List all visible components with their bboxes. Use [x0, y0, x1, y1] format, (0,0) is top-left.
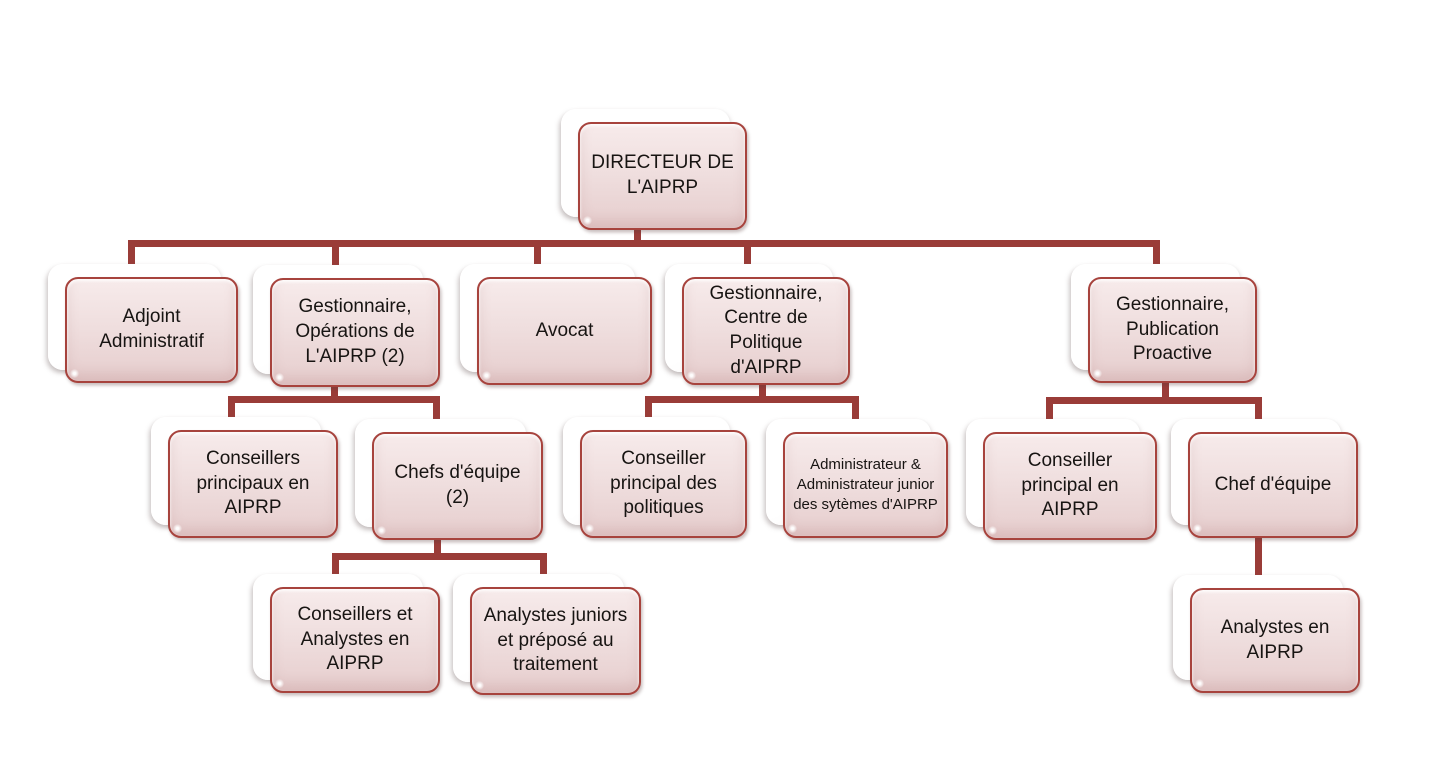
connector-directeur-stub [634, 230, 641, 242]
connector-top-bus [128, 240, 1160, 247]
org-node-label: Chef d'équipe [1188, 432, 1358, 538]
connector-drop-chef-equipe [1255, 404, 1262, 425]
org-node-adjoint-administratif: Adjoint Administratif [48, 264, 238, 383]
connector-drop-publication [1153, 247, 1160, 269]
connector-centre-stub [759, 385, 766, 396]
connector-drop-operations [332, 247, 339, 269]
org-node-analystes-aiprp: Analystes en AIPRP [1173, 575, 1360, 693]
org-node-gestionnaire-operations: Gestionnaire, Opérations de L'AIPRP (2) [253, 265, 440, 387]
org-node-label: Chefs d'équipe (2) [372, 432, 543, 540]
org-node-label: Conseillers principaux en AIPRP [168, 430, 338, 538]
org-node-gestionnaire-centre-politique: Gestionnaire, Centre de Politique d'AIPR… [665, 264, 850, 385]
org-node-avocat: Avocat [460, 264, 652, 385]
connector-drop-conseillers-principaux [228, 403, 235, 425]
connector-centre-bus [645, 396, 859, 403]
connector-publication-stub [1162, 383, 1169, 397]
org-node-label: Conseiller principal des politiques [580, 430, 747, 538]
org-node-gestionnaire-publication: Gestionnaire, Publication Proactive [1071, 264, 1257, 383]
org-node-analystes-juniors: Analystes juniors et préposé au traiteme… [453, 574, 641, 695]
org-node-directeur: DIRECTEUR DE L'AIPRP [561, 109, 747, 230]
org-node-label: Analystes en AIPRP [1190, 588, 1360, 693]
connector-chef-analystes [1255, 538, 1262, 578]
org-node-label: Analystes juniors et préposé au traiteme… [470, 587, 641, 695]
connector-chefs-bus [332, 553, 547, 560]
connector-drop-avocat [534, 247, 541, 269]
connector-publication-bus [1046, 397, 1262, 404]
org-node-administrateurs-systemes: Administrateur & Administrateur junior d… [766, 419, 948, 538]
org-node-label: Gestionnaire, Publication Proactive [1088, 277, 1257, 383]
org-node-label: Administrateur & Administrateur junior d… [783, 432, 948, 538]
connector-drop-adjoint [128, 247, 135, 269]
org-node-chefs-equipe: Chefs d'équipe (2) [355, 419, 543, 540]
org-node-label: Conseillers et Analystes en AIPRP [270, 587, 440, 693]
org-node-label: Conseiller principal en AIPRP [983, 432, 1157, 540]
org-node-label: Adjoint Administratif [65, 277, 238, 383]
connector-operations-stub [331, 387, 338, 396]
org-node-conseillers-principaux: Conseillers principaux en AIPRP [151, 417, 338, 538]
connector-drop-chefs-equipe [433, 403, 440, 425]
connector-drop-conseillers-analystes [332, 560, 339, 582]
connector-drop-analystes-juniors [540, 560, 547, 582]
org-node-conseiller-principal-politiques: Conseiller principal des politiques [563, 417, 747, 538]
connector-drop-administrateurs [852, 403, 859, 425]
connector-chefs-stub [434, 540, 441, 553]
org-node-chef-equipe: Chef d'équipe [1171, 419, 1358, 538]
connector-drop-conseiller-principal [1046, 404, 1053, 425]
org-node-label: Gestionnaire, Opérations de L'AIPRP (2) [270, 278, 440, 387]
org-node-conseillers-analystes: Conseillers et Analystes en AIPRP [253, 574, 440, 693]
org-node-conseiller-principal-aiprp: Conseiller principal en AIPRP [966, 419, 1157, 540]
connector-operations-bus [228, 396, 440, 403]
org-node-label: DIRECTEUR DE L'AIPRP [578, 122, 747, 230]
org-node-label: Gestionnaire, Centre de Politique d'AIPR… [682, 277, 850, 385]
connector-drop-conseiller-politiques [645, 403, 652, 425]
connector-drop-centre [744, 247, 751, 269]
org-node-label: Avocat [477, 277, 652, 385]
